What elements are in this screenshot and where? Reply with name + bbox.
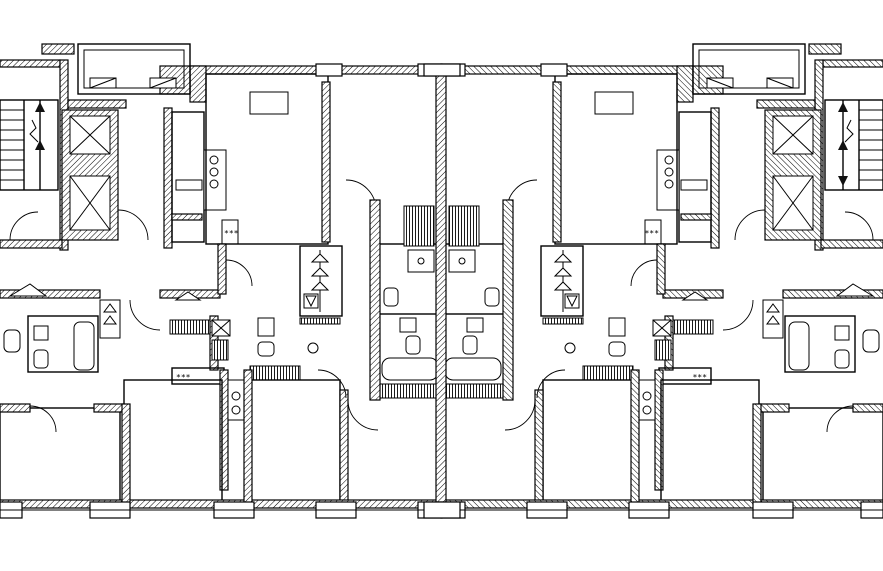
window [423,501,461,519]
building-left-half [0,43,443,519]
down-arrow-icon [838,176,848,186]
window [423,63,461,77]
party-wall [435,73,447,503]
building-right-half [440,43,883,519]
